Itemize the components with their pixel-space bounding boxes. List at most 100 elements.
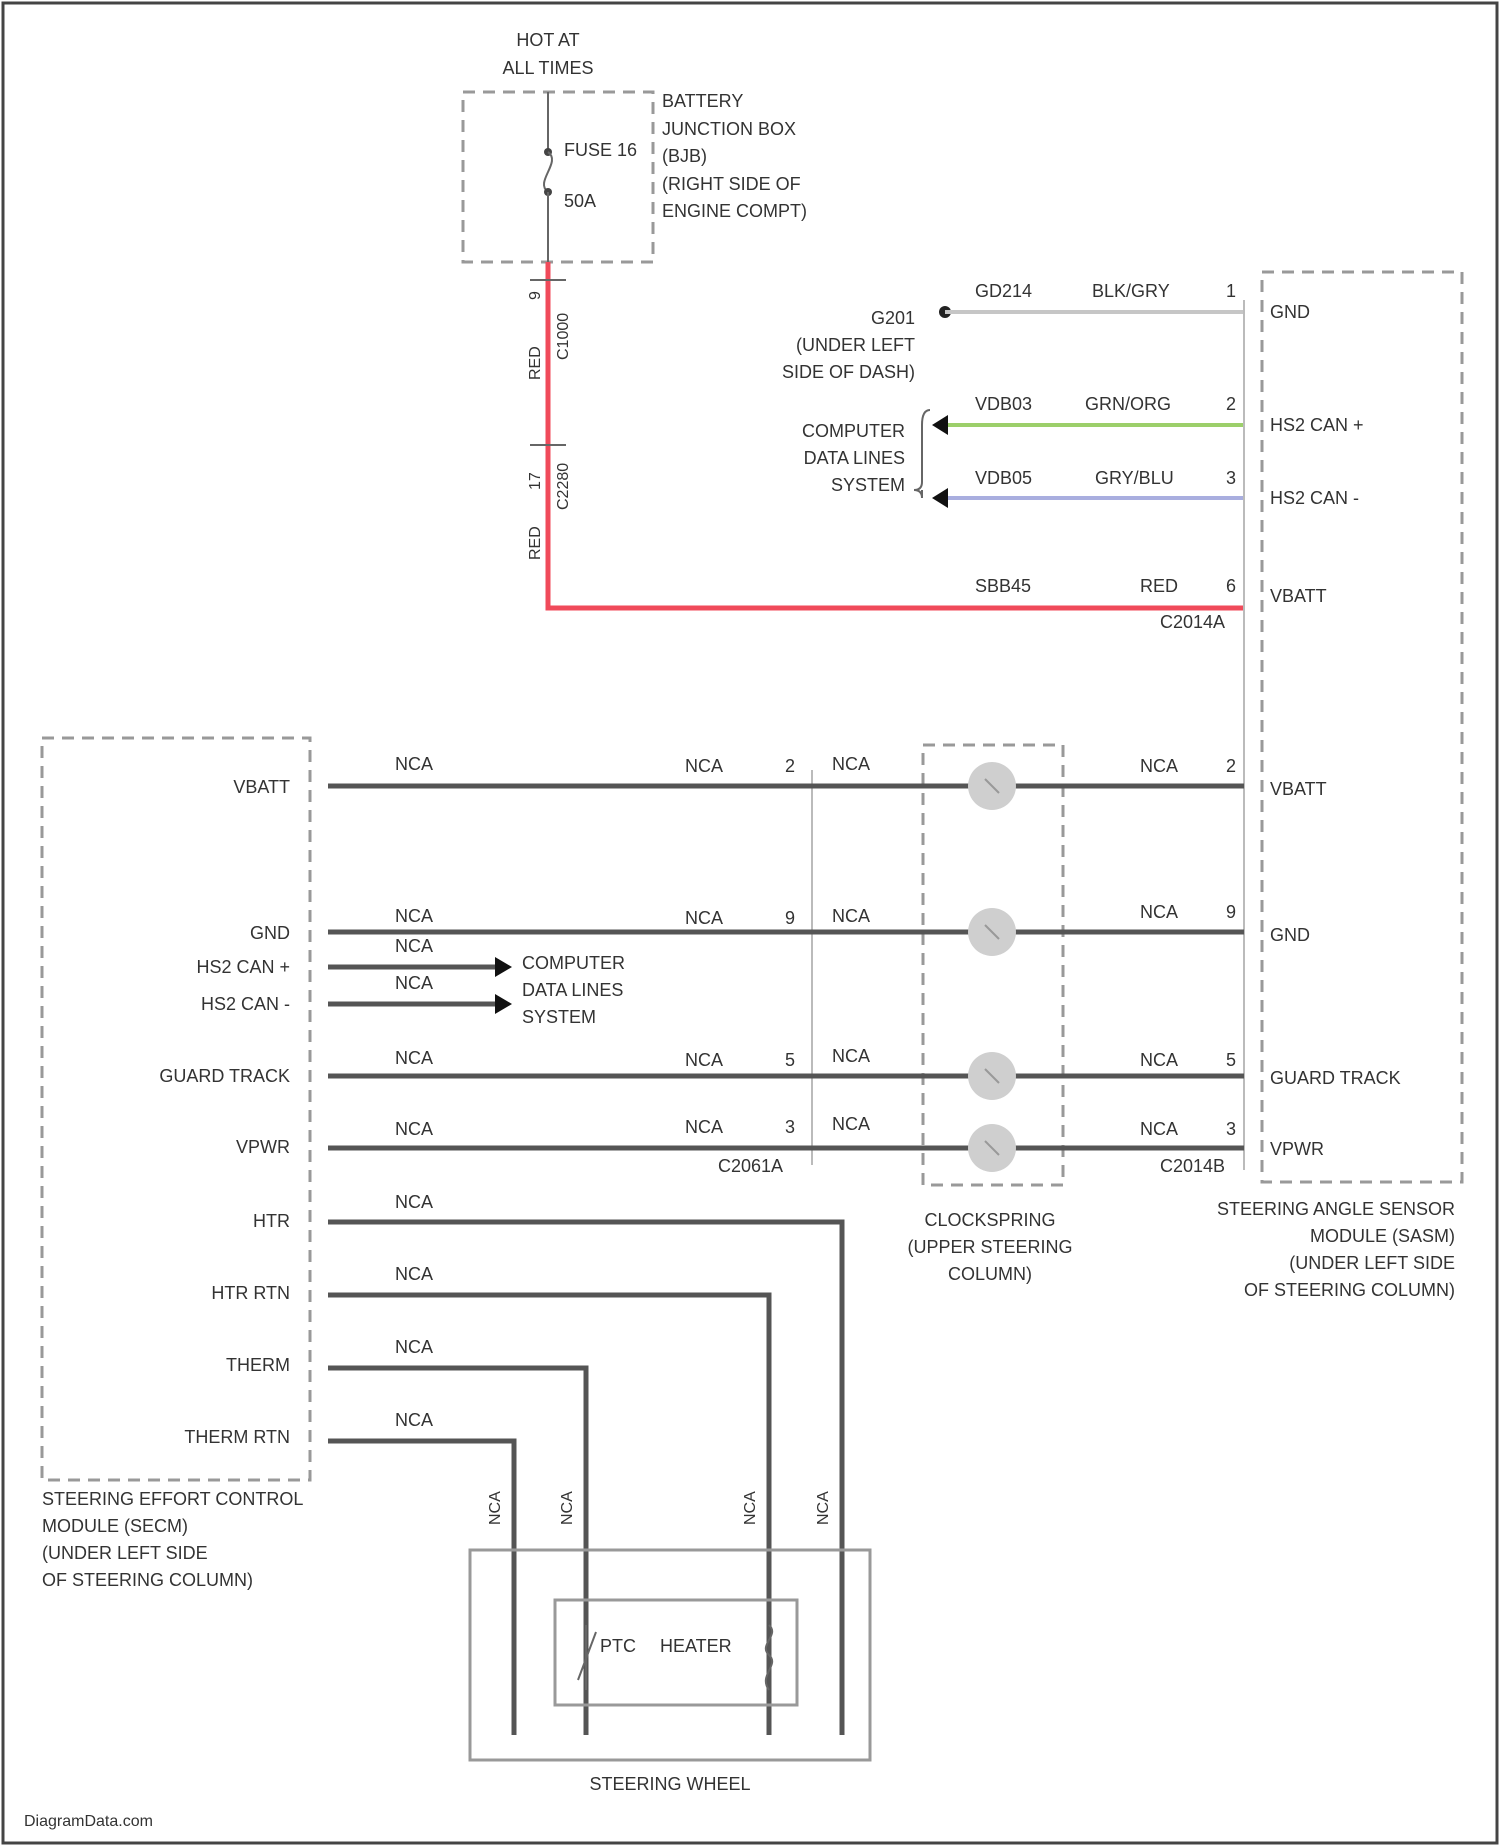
secm-pin-gnd: GND [250, 923, 290, 943]
wire-row-therm: NCA [328, 1337, 586, 1735]
svg-text:MODULE (SASM): MODULE (SASM) [1310, 1226, 1455, 1246]
svg-text:GUARD TRACK: GUARD TRACK [1270, 1068, 1401, 1088]
secm-pin-htr: HTR [253, 1211, 290, 1231]
svg-text:NCA: NCA [487, 1491, 504, 1525]
sasm-pinnum-gnd: 9 [1226, 902, 1236, 922]
svg-text:SYSTEM: SYSTEM [522, 1007, 596, 1027]
svg-text:(UNDER LEFT SIDE: (UNDER LEFT SIDE [1289, 1253, 1455, 1273]
fuse-name: FUSE 16 [564, 140, 637, 160]
cs-pin-vbatt: 2 [785, 756, 795, 776]
svg-text:NCA: NCA [395, 1410, 433, 1430]
svg-text:HS2 CAN -: HS2 CAN - [1270, 488, 1359, 508]
sasm-label: STEERING ANGLE SENSOR MODULE (SASM) (UND… [1217, 1199, 1455, 1300]
can-plus-color: GRN/ORG [1085, 394, 1171, 414]
svg-text:STEERING ANGLE SENSOR: STEERING ANGLE SENSOR [1217, 1199, 1455, 1219]
svg-text:VPWR: VPWR [1270, 1139, 1324, 1159]
svg-text:NCA: NCA [395, 1192, 433, 1212]
wire-row-gnd: NCA NCA 9 NCA NCA 9 [328, 902, 1244, 956]
heater-label: HEATER [660, 1636, 732, 1656]
svg-text:NCA: NCA [395, 1048, 433, 1068]
sasm-pin-labels-upper: GND HS2 CAN + HS2 CAN - VBATT [1270, 302, 1364, 606]
sasm-box [1262, 272, 1462, 1182]
clockspring-label: CLOCKSPRING (UPPER STEERING COLUMN) [907, 1210, 1072, 1284]
svg-text:DATA LINES: DATA LINES [804, 448, 905, 468]
svg-text:(UNDER LEFT SIDE: (UNDER LEFT SIDE [42, 1543, 208, 1563]
ground-circuit: GD214 [975, 281, 1032, 301]
red-color-top: RED [527, 346, 544, 380]
svg-text:(RIGHT SIDE OF: (RIGHT SIDE OF [662, 174, 801, 194]
svg-text:MODULE (SECM): MODULE (SECM) [42, 1516, 188, 1536]
red-circuit: SBB45 [975, 576, 1031, 596]
svg-text:NCA: NCA [832, 1046, 870, 1066]
svg-text:OF STEERING COLUMN): OF STEERING COLUMN) [1244, 1280, 1455, 1300]
svg-text:SYSTEM: SYSTEM [831, 475, 905, 495]
svg-text:GND: GND [1270, 302, 1310, 322]
secm-label: STEERING EFFORT CONTROL MODULE (SECM) (U… [42, 1489, 303, 1590]
clockspring-box [923, 745, 1063, 1185]
secm-pin-guard-track: GUARD TRACK [159, 1066, 290, 1086]
red-pin: 6 [1226, 576, 1236, 596]
svg-text:NCA: NCA [1140, 902, 1178, 922]
fuse-icon [544, 152, 552, 192]
fuse-rating: 50A [564, 191, 596, 211]
svg-text:NCA: NCA [685, 1050, 723, 1070]
secm-pin-vbatt: VBATT [233, 777, 290, 797]
ground-pin: 1 [1226, 281, 1236, 301]
svg-text:NCA: NCA [395, 936, 433, 956]
red-conn-mid: C2280 [555, 463, 572, 510]
ground-color: BLK/GRY [1092, 281, 1170, 301]
secm-pin-vpwr: VPWR [236, 1137, 290, 1157]
svg-text:GND: GND [1270, 925, 1310, 945]
svg-text:JUNCTION BOX: JUNCTION BOX [662, 119, 796, 139]
ground-loc-2: SIDE OF DASH) [782, 362, 915, 382]
red-pin-top: 9 [527, 291, 544, 300]
svg-text:NCA: NCA [395, 1119, 433, 1139]
red-conn: C2014A [1160, 612, 1225, 632]
svg-text:CLOCKSPRING: CLOCKSPRING [924, 1210, 1055, 1230]
svg-text:NCA: NCA [832, 1114, 870, 1134]
can-plus-lower-arrow-icon [495, 957, 512, 977]
svg-text:COLUMN): COLUMN) [948, 1264, 1032, 1284]
svg-text:NCA: NCA [685, 1117, 723, 1137]
hot-label-2: ALL TIMES [502, 58, 593, 78]
secm-pin-therm: THERM [226, 1355, 290, 1375]
red-pin-mid: 17 [527, 472, 544, 490]
footer-watermark: DiagramData.com [24, 1813, 153, 1830]
svg-text:NCA: NCA [395, 906, 433, 926]
svg-text:HS2 CAN +: HS2 CAN + [1270, 415, 1364, 435]
svg-text:VBATT: VBATT [1270, 586, 1327, 606]
can-plus-pin: 2 [1226, 394, 1236, 414]
svg-text:NCA: NCA [559, 1491, 576, 1525]
svg-text:NCA: NCA [395, 1337, 433, 1357]
svg-text:NCA: NCA [685, 756, 723, 776]
can-system-label-upper: COMPUTER DATA LINES SYSTEM [802, 421, 905, 495]
sasm-pinnum-vbatt: 2 [1226, 756, 1236, 776]
svg-text:NCA: NCA [832, 754, 870, 774]
hot-label-1: HOT AT [516, 30, 579, 50]
svg-text:NCA: NCA [395, 973, 433, 993]
can-minus-pin: 3 [1226, 468, 1236, 488]
red-color-mid: RED [527, 526, 544, 560]
svg-text:(UPPER STEERING: (UPPER STEERING [907, 1237, 1072, 1257]
can-brace-upper [914, 410, 930, 498]
wire-row-htr-rtn: NCA [328, 1264, 769, 1735]
cs-pin-vpwr: 3 [785, 1117, 795, 1137]
svg-text:NCA: NCA [1140, 1119, 1178, 1139]
vertical-nca-labels: NCA NCA NCA NCA [487, 1491, 832, 1525]
ptc-label: PTC [600, 1636, 636, 1656]
svg-text:(BJB): (BJB) [662, 146, 707, 166]
svg-text:NCA: NCA [1140, 756, 1178, 776]
cs-pin-gnd: 9 [785, 908, 795, 928]
svg-text:NCA: NCA [832, 906, 870, 926]
wire-row-guard-track: NCA NCA 5 NCA NCA 5 [328, 1046, 1244, 1100]
can-minus-arrow-icon [932, 488, 948, 508]
red-color: RED [1140, 576, 1178, 596]
can-plus-arrow-icon [932, 415, 948, 435]
sasm-pinnum-vpwr: 3 [1226, 1119, 1236, 1139]
secm-pin-can-minus: HS2 CAN - [201, 994, 290, 1014]
steering-wheel-label: STEERING WHEEL [589, 1774, 750, 1794]
svg-text:BATTERY: BATTERY [662, 91, 743, 111]
svg-text:OF STEERING COLUMN): OF STEERING COLUMN) [42, 1570, 253, 1590]
